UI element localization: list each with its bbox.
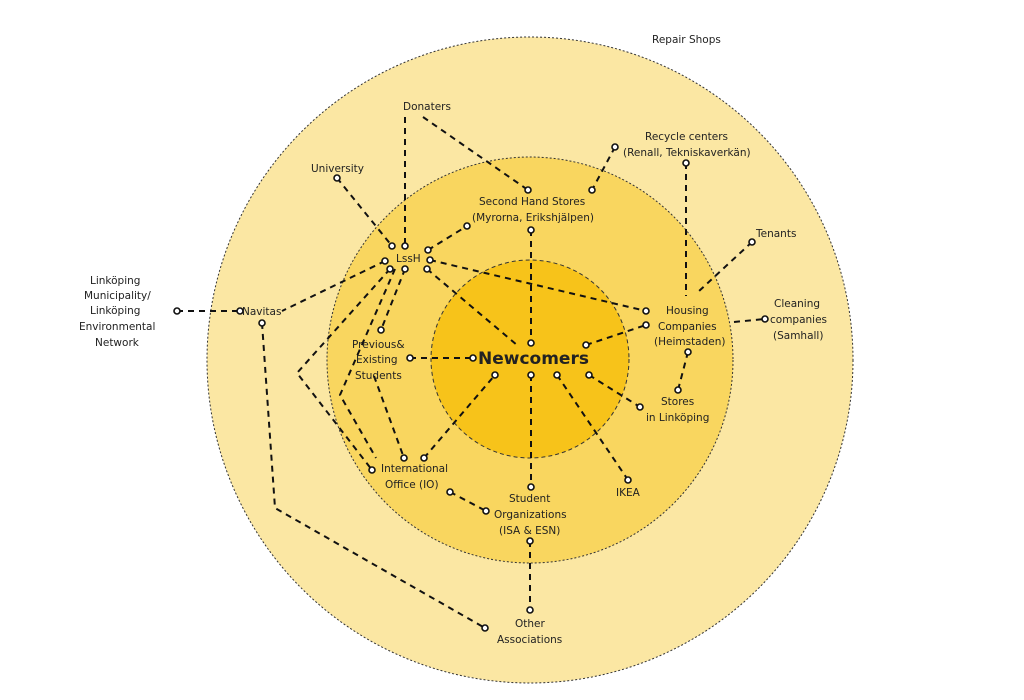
dot [636,403,644,411]
dot [388,242,396,250]
dot [386,265,394,273]
label-cleaning-line3: (Samhall) [773,330,823,342]
edge-io-studorg [449,491,487,512]
dot [527,371,535,379]
endpoints [173,143,769,632]
label-studorg-line3: (ISA & ESN) [499,525,560,537]
dot [582,341,590,349]
label-linkoping-line1: Linköping [90,275,140,287]
label-housing-line1: Housing [666,305,709,317]
label-housing-line3: (Heimstaden) [654,336,726,348]
edge-lssh-newcomers [426,268,518,346]
label-newcomers: Newcomers [478,349,589,369]
dot [481,624,489,632]
dot [527,226,535,234]
label-studorg-line2: Organizations [494,509,567,521]
dot [527,339,535,347]
dot [406,354,414,362]
dot [333,174,341,182]
label-navitas: Navitas [242,306,281,318]
dot [527,483,535,491]
label-io-line1: International [381,463,448,475]
connections [177,116,766,629]
dot [553,371,561,379]
label-recycle-line2: (Renall, Tekniskaverkän) [623,147,751,159]
dot [611,143,619,151]
edge-university-lssh [336,177,393,247]
edge-lssh-secondhand [427,225,468,251]
label-cleaning-line1: Cleaning [774,298,820,310]
label-ikea: IKEA [616,487,641,499]
label-linkoping-line2: Municipality/ [84,290,151,302]
edge-recycle-secondhand [591,146,616,191]
label-university: University [311,163,364,175]
dot [684,348,692,356]
label-housing-line2: Companies [658,321,717,333]
label-other-line1: Other [515,618,545,630]
dot [173,307,181,315]
label-linkoping-line4: Environmental [79,321,155,333]
dot [624,476,632,484]
dot [526,606,534,614]
edge-students-io [373,375,405,459]
label-students-line2: Existing [356,354,398,366]
edge-housing-cleaning [733,318,766,323]
dot [682,159,690,167]
label-students-line3: Students [355,370,402,382]
dot [482,507,490,515]
dot [401,242,409,250]
dot [423,265,431,273]
dot [463,222,471,230]
dot [585,371,593,379]
label-io-line2: Office (IO) [385,479,439,491]
dot [526,537,534,545]
edge-lssh-io-left [295,268,391,471]
label-lssh: LssH [396,253,421,265]
dot [424,246,432,254]
dot [401,265,409,273]
dot [446,488,454,496]
dot [377,326,385,334]
label-secondhand-line2: (Myrorna, Erikshjälpen) [472,212,594,224]
dot [748,238,756,246]
dot [420,454,428,462]
dot [469,354,477,362]
edge-lssh-navitas [281,260,386,312]
dot [400,454,408,462]
label-tenants: Tenants [755,228,796,240]
label-recycle-line1: Recycle centers [645,131,728,143]
label-donaters: Donaters [403,101,451,113]
edge-lssh-housing [429,259,647,312]
dot [236,307,244,315]
edge-tenants-housing [697,241,753,293]
label-students-line1: Previous& [352,339,405,351]
edge-lssh-io-right [338,268,396,459]
label-secondhand-line1: Second Hand Stores [479,196,585,208]
label-repair-shops: Repair Shops [652,34,721,46]
label-cleaning-line2: companies [770,314,827,326]
label-linkoping-line3: Linköping [90,305,140,317]
dot [491,371,499,379]
dot [524,186,532,194]
dot [426,256,434,264]
dot [642,307,650,315]
label-stores-line2: in Linköping [646,412,709,424]
dot [761,315,769,323]
dot [642,321,650,329]
dot [674,386,682,394]
edge-navitas-other [261,322,486,629]
edge-io-newcomers [423,374,496,459]
dot [588,186,596,194]
labels: Repair Shops Donaters University LssH Re… [79,34,827,646]
dot [258,319,266,327]
label-linkoping-line5: Network [95,337,140,349]
label-other-line2: Associations [497,634,562,646]
dot [368,466,376,474]
label-stores-line1: Stores [661,396,694,408]
label-studorg-line1: Student [509,493,550,505]
dot [381,257,389,265]
